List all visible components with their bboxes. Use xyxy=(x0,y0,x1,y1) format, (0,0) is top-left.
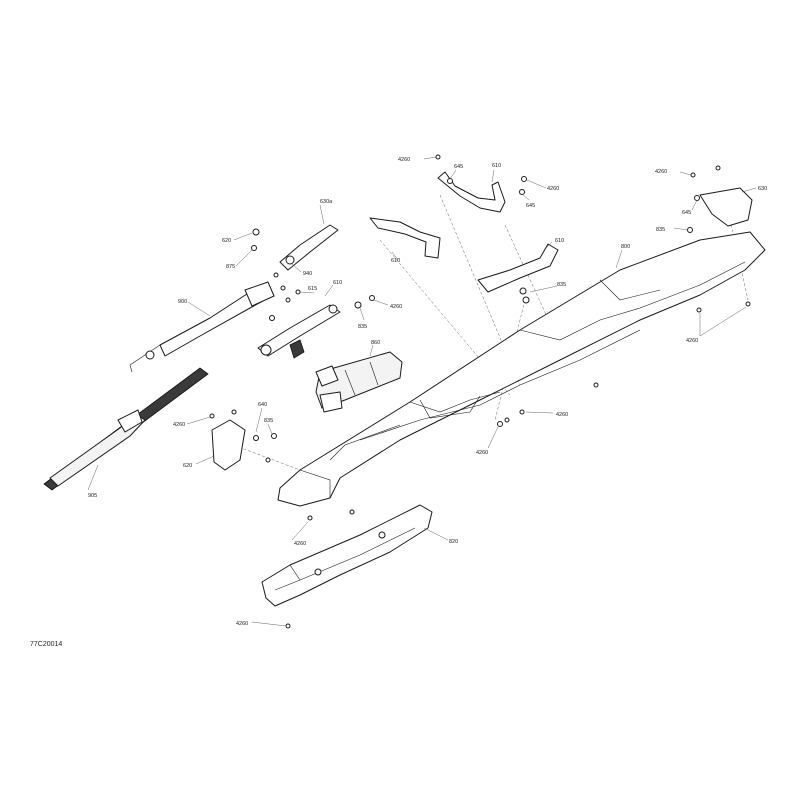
label-820: 820 xyxy=(449,539,458,545)
label-800: 800 xyxy=(621,244,630,250)
label-4260-e: 4260 xyxy=(556,412,568,418)
label-640: 640 xyxy=(258,402,267,408)
leader-lines xyxy=(87,156,757,627)
upper-brackets xyxy=(211,171,753,471)
label-900: 900 xyxy=(178,299,187,305)
label-645-a: 645 xyxy=(454,164,463,170)
label-4260-d: 4260 xyxy=(390,304,402,310)
label-610-a: 610 xyxy=(492,163,501,169)
label-835-b: 835 xyxy=(358,324,367,330)
label-645-c: 645 xyxy=(682,210,691,216)
fasteners xyxy=(209,154,751,629)
label-4260-g: 4260 xyxy=(686,338,698,344)
wiper-motor-860 xyxy=(315,351,403,413)
label-4260-b: 4260 xyxy=(547,186,559,192)
label-630: 630 xyxy=(758,186,767,192)
label-835-d: 835 xyxy=(264,418,273,424)
label-610-d: 610 xyxy=(555,238,564,244)
label-4260-a: 4260 xyxy=(398,157,410,163)
wiper-arm-900 xyxy=(129,281,275,373)
label-4260-f: 4260 xyxy=(476,450,488,456)
wiper-linkage-610 xyxy=(257,304,341,359)
lower-cover-820 xyxy=(261,504,433,607)
part-labels: 4260 645 610 4260 645 4260 630 645 835 6… xyxy=(88,157,767,627)
label-645-b: 645 xyxy=(526,203,535,209)
label-4260-j: 4260 xyxy=(236,621,248,627)
wiper-blade-905 xyxy=(43,367,209,491)
label-4260-i: 4260 xyxy=(294,541,306,547)
reference-code: 77C20014 xyxy=(30,641,62,648)
label-620-b: 620 xyxy=(183,463,192,469)
label-4260-h: 4260 xyxy=(173,422,185,428)
label-860: 860 xyxy=(371,340,380,346)
label-875: 875 xyxy=(226,264,235,270)
label-4260-c: 4260 xyxy=(655,169,667,175)
crank-arm-630a xyxy=(279,224,339,271)
label-615: 615 xyxy=(308,286,317,292)
label-905: 905 xyxy=(88,493,97,499)
label-630a: 630a xyxy=(320,199,333,205)
label-940: 940 xyxy=(303,271,312,277)
label-835-c: 835 xyxy=(557,282,566,288)
label-610-c: 610 xyxy=(391,258,400,264)
label-835-a: 835 xyxy=(656,227,665,233)
label-610-b: 610 xyxy=(333,280,342,286)
cowl-panel-800 xyxy=(277,231,766,507)
label-620-a: 620 xyxy=(222,238,231,244)
